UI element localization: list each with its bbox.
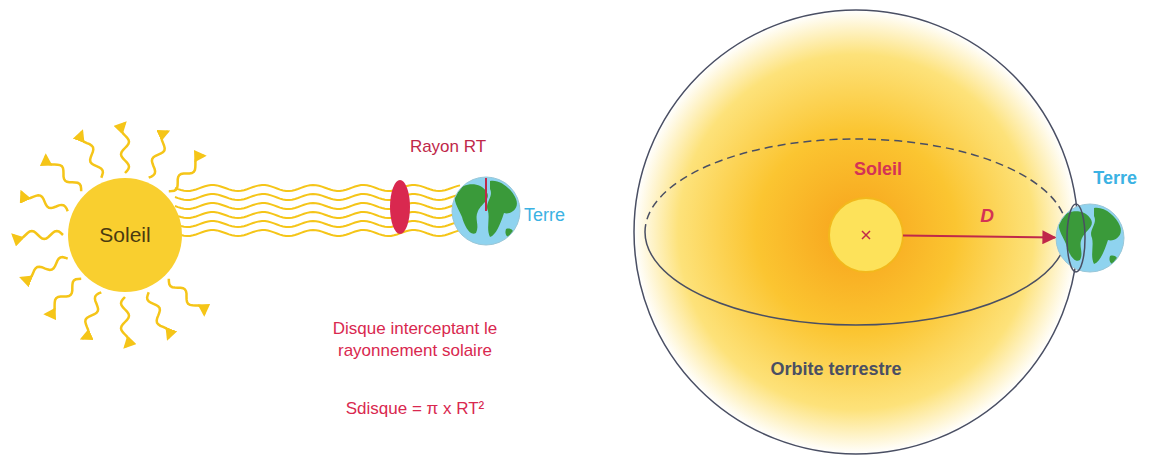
earth-globe: [452, 177, 520, 245]
node-label: Terre: [1093, 168, 1137, 189]
light-beam: [175, 212, 460, 218]
sun-ray: [169, 279, 204, 314]
sun-center-mark: [862, 231, 870, 239]
sun-ray: [121, 123, 129, 173]
sun-ray: [81, 132, 103, 178]
sun-ray: [147, 292, 169, 338]
sun-ray: [22, 257, 68, 279]
earth-globe-right: [1056, 204, 1124, 272]
light-beam: [175, 230, 460, 236]
sun-ray: [169, 156, 204, 191]
radius-line: [485, 178, 487, 211]
sun-ray: [46, 156, 81, 191]
sun-rays: [13, 123, 204, 347]
sun-node: Soleil: [68, 178, 182, 292]
orbit-sphere: [634, 10, 1078, 454]
formula: Sdisque = π x RT²: [346, 398, 485, 420]
sun-ray: [82, 292, 101, 338]
distance-arrow: [903, 235, 1055, 237]
node-label: Terre: [524, 205, 565, 226]
sun-ray: [121, 297, 129, 347]
disk-caption: Disque interceptant le rayonnement solai…: [305, 318, 525, 362]
radius-label: Rayon RT: [410, 136, 486, 158]
node-label: Soleil: [854, 159, 902, 180]
sun-ray: [22, 192, 68, 211]
light-beam: [175, 221, 460, 227]
earth-node: Terre: [1055, 203, 1125, 273]
earth-orbit-ring: [1067, 204, 1085, 272]
node-label: Soleil: [99, 223, 150, 247]
orbit-sphere-glow: [634, 10, 1078, 454]
intercepting-disk: [390, 180, 410, 234]
light-beam: [175, 194, 460, 200]
light-beam: [175, 203, 460, 209]
orbit-label: Orbite terrestre: [770, 358, 901, 381]
sun-ray: [46, 279, 81, 314]
light-beam: [175, 185, 460, 191]
light-beams: [175, 185, 460, 236]
sun-small: [829, 198, 903, 272]
edge-label: D: [980, 205, 994, 227]
sun-ray: [13, 231, 63, 239]
sun-ray: [149, 132, 168, 178]
sun-node: Soleil: [829, 198, 903, 272]
earth-node: Terre: [452, 177, 520, 245]
sun-disc: [68, 178, 182, 292]
